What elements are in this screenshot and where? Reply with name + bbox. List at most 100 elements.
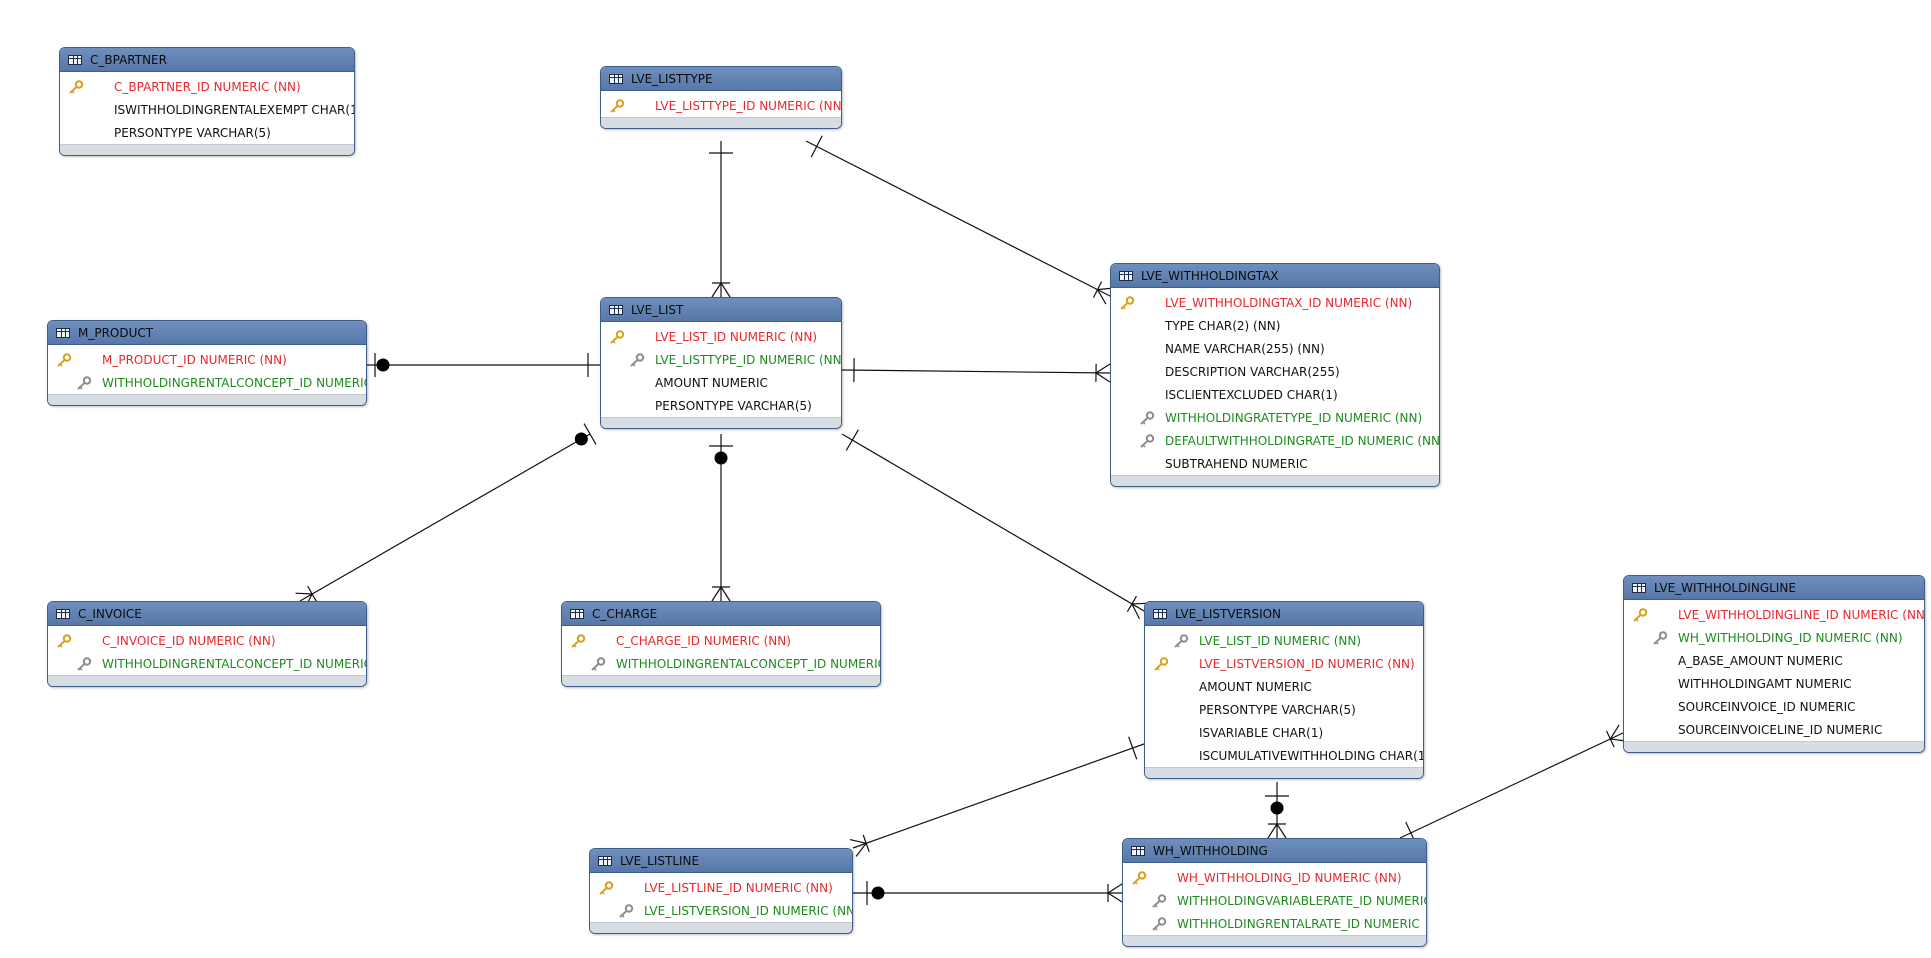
column-row[interactable]: PERSONTYPE VARCHAR(5) <box>1145 698 1423 721</box>
entity-lve-list[interactable]: LVE_LIST LVE_LIST_ID NUMERIC (NN)LVE_LIST… <box>600 297 842 429</box>
column-text: TYPE CHAR(2) (NN) <box>1165 318 1281 333</box>
column-text: ISCLIENTEXCLUDED CHAR(1) <box>1165 387 1338 402</box>
column-row[interactable]: LVE_LIST_ID NUMERIC (NN) <box>601 325 841 348</box>
entity-header[interactable]: C_BPARTNER <box>60 48 354 72</box>
column-icon-blank <box>1171 748 1191 764</box>
column-row[interactable]: WITHHOLDINGAMT NUMERIC <box>1624 672 1924 695</box>
column-row[interactable]: AMOUNT NUMERIC <box>1145 675 1423 698</box>
entity-lve-listline[interactable]: LVE_LISTLINE LVE_LISTLINE_ID NUMERIC (NN)… <box>589 848 853 934</box>
column-text: DESCRIPTION VARCHAR(255) <box>1165 364 1340 379</box>
entity-header[interactable]: LVE_LIST <box>601 298 841 322</box>
column-icon-blank <box>86 102 106 118</box>
optional-dot-mark <box>1270 801 1284 815</box>
column-icon-blank <box>627 375 647 391</box>
entity-header[interactable]: LVE_WITHHOLDINGTAX <box>1111 264 1439 288</box>
column-row[interactable]: LVE_WITHHOLDINGLINE_ID NUMERIC (NN) <box>1624 603 1924 626</box>
column-row[interactable]: WITHHOLDINGRENTALCONCEPT_ID NUMERIC <box>562 652 880 675</box>
entity-footer <box>601 417 841 428</box>
entity-header[interactable]: LVE_LISTLINE <box>590 849 852 873</box>
crows-foot-mark <box>711 586 722 602</box>
column-row[interactable]: WITHHOLDINGRATETYPE_ID NUMERIC (NN) <box>1111 406 1439 429</box>
entity-header[interactable]: M_PRODUCT <box>48 321 366 345</box>
table-icon <box>1153 608 1167 619</box>
entity-header[interactable]: C_CHARGE <box>562 602 880 626</box>
entity-header[interactable]: LVE_LISTTYPE <box>601 67 841 91</box>
column-icon-blank <box>1171 702 1191 718</box>
entity-lve-listtype[interactable]: LVE_LISTTYPE LVE_LISTTYPE_ID NUMERIC (NN) <box>600 66 842 129</box>
relationship-line <box>299 433 591 602</box>
crows-foot-mark <box>1609 724 1620 740</box>
crows-foot-mark <box>295 592 313 595</box>
column-row[interactable]: AMOUNT NUMERIC <box>601 371 841 394</box>
entity-c-invoice[interactable]: C_INVOICE C_INVOICE_ID NUMERIC (NN)WITHHO… <box>47 601 367 687</box>
column-list: C_CHARGE_ID NUMERIC (NN)WITHHOLDINGRENTA… <box>562 626 880 675</box>
column-row[interactable]: SOURCEINVOICELINE_ID NUMERIC <box>1624 718 1924 741</box>
column-row[interactable]: PERSONTYPE VARCHAR(5) <box>60 121 354 144</box>
column-row[interactable]: ISWITHHOLDINGRENTALEXEMPT CHAR(1) <box>60 98 354 121</box>
column-row[interactable]: DESCRIPTION VARCHAR(255) <box>1111 360 1439 383</box>
table-icon <box>56 608 70 619</box>
column-row[interactable]: WH_WITHHOLDING_ID NUMERIC (NN) <box>1123 866 1426 889</box>
entity-footer <box>48 675 366 686</box>
column-row[interactable]: DEFAULTWITHHOLDINGRATE_ID NUMERIC (NN) <box>1111 429 1439 452</box>
column-row[interactable]: SOURCEINVOICE_ID NUMERIC <box>1624 695 1924 718</box>
entity-lve-withholdingtax[interactable]: LVE_WITHHOLDINGTAX LVE_WITHHOLDINGTAX_ID … <box>1110 263 1440 487</box>
crows-foot-mark <box>720 282 731 298</box>
column-row[interactable]: LVE_LISTVERSION_ID NUMERIC (NN) <box>590 899 852 922</box>
column-row[interactable]: A_BASE_AMOUNT NUMERIC <box>1624 649 1924 672</box>
entity-lve-listversion[interactable]: LVE_LISTVERSION LVE_LIST_ID NUMERIC (NN)L… <box>1144 601 1424 779</box>
column-row[interactable]: WITHHOLDINGRENTALRATE_ID NUMERIC <box>1123 912 1426 935</box>
column-row[interactable]: LVE_LISTLINE_ID NUMERIC (NN) <box>590 876 852 899</box>
crows-foot-mark <box>1107 892 1123 903</box>
column-row[interactable]: C_BPARTNER_ID NUMERIC (NN) <box>60 75 354 98</box>
column-row[interactable]: M_PRODUCT_ID NUMERIC (NN) <box>48 348 366 371</box>
entity-header[interactable]: C_INVOICE <box>48 602 366 626</box>
column-icon-blank <box>86 125 106 141</box>
column-row[interactable]: WITHHOLDINGRENTALCONCEPT_ID NUMERIC <box>48 652 366 675</box>
entity-m-product[interactable]: M_PRODUCT M_PRODUCT_ID NUMERIC (NN)WITHHO… <box>47 320 367 406</box>
column-text: AMOUNT NUMERIC <box>655 375 768 390</box>
entity-footer <box>1123 935 1426 946</box>
entity-footer <box>48 394 366 405</box>
foreign-key-icon <box>74 656 94 672</box>
cardinality-bar <box>845 429 859 451</box>
column-row[interactable]: C_CHARGE_ID NUMERIC (NN) <box>562 629 880 652</box>
column-row[interactable]: LVE_LISTTYPE_ID NUMERIC (NN) <box>601 94 841 117</box>
column-list: LVE_WITHHOLDINGLINE_ID NUMERIC (NN)WH_WI… <box>1624 600 1924 741</box>
column-row[interactable]: TYPE CHAR(2) (NN) <box>1111 314 1439 337</box>
column-row[interactable]: PERSONTYPE VARCHAR(5) <box>601 394 841 417</box>
relationship-line <box>1399 732 1624 839</box>
column-row[interactable]: WITHHOLDINGVARIABLERATE_ID NUMERIC <box>1123 889 1426 912</box>
column-text: NAME VARCHAR(255) (NN) <box>1165 341 1325 356</box>
entity-header[interactable]: LVE_LISTVERSION <box>1145 602 1423 626</box>
column-row[interactable]: WITHHOLDINGRENTALCONCEPT_ID NUMERIC <box>48 371 366 394</box>
column-row[interactable]: LVE_WITHHOLDINGTAX_ID NUMERIC (NN) <box>1111 291 1439 314</box>
column-row[interactable]: ISVARIABLE CHAR(1) <box>1145 721 1423 744</box>
entity-header[interactable]: WH_WITHHOLDING <box>1123 839 1426 863</box>
column-row[interactable]: C_INVOICE_ID NUMERIC (NN) <box>48 629 366 652</box>
column-list: WH_WITHHOLDING_ID NUMERIC (NN) WITHHOLDIN… <box>1123 863 1426 935</box>
column-row[interactable]: SUBTRAHEND NUMERIC <box>1111 452 1439 475</box>
column-row[interactable]: LVE_LISTVERSION_ID NUMERIC (NN) <box>1145 652 1423 675</box>
table-icon <box>570 608 584 619</box>
column-text: SOURCEINVOICELINE_ID NUMERIC <box>1678 722 1883 737</box>
column-row[interactable]: LVE_LIST_ID NUMERIC (NN) <box>1145 629 1423 652</box>
crows-foot-mark <box>720 586 731 602</box>
entity-header[interactable]: LVE_WITHHOLDINGLINE <box>1624 576 1924 600</box>
entity-title: LVE_LISTVERSION <box>1175 606 1282 621</box>
column-row[interactable]: LVE_LISTTYPE_ID NUMERIC (NN) <box>601 348 841 371</box>
column-row[interactable]: ISCLIENTEXCLUDED CHAR(1) <box>1111 383 1439 406</box>
column-text: WITHHOLDINGVARIABLERATE_ID NUMERIC <box>1177 893 1427 908</box>
column-row[interactable]: ISCUMULATIVEWITHHOLDING CHAR(1) <box>1145 744 1423 767</box>
column-row[interactable]: NAME VARCHAR(255) (NN) <box>1111 337 1439 360</box>
entity-c-bpartner[interactable]: C_BPARTNER C_BPARTNER_ID NUMERIC (NN)ISWI… <box>59 47 355 156</box>
crows-foot-mark <box>1097 289 1107 305</box>
crows-foot-mark <box>1131 603 1140 620</box>
column-text: LVE_LISTLINE_ID NUMERIC (NN) <box>644 880 833 895</box>
crows-foot-mark <box>711 282 722 298</box>
optional-dot-mark <box>871 886 885 900</box>
column-row[interactable]: WH_WITHHOLDING_ID NUMERIC (NN) <box>1624 626 1924 649</box>
